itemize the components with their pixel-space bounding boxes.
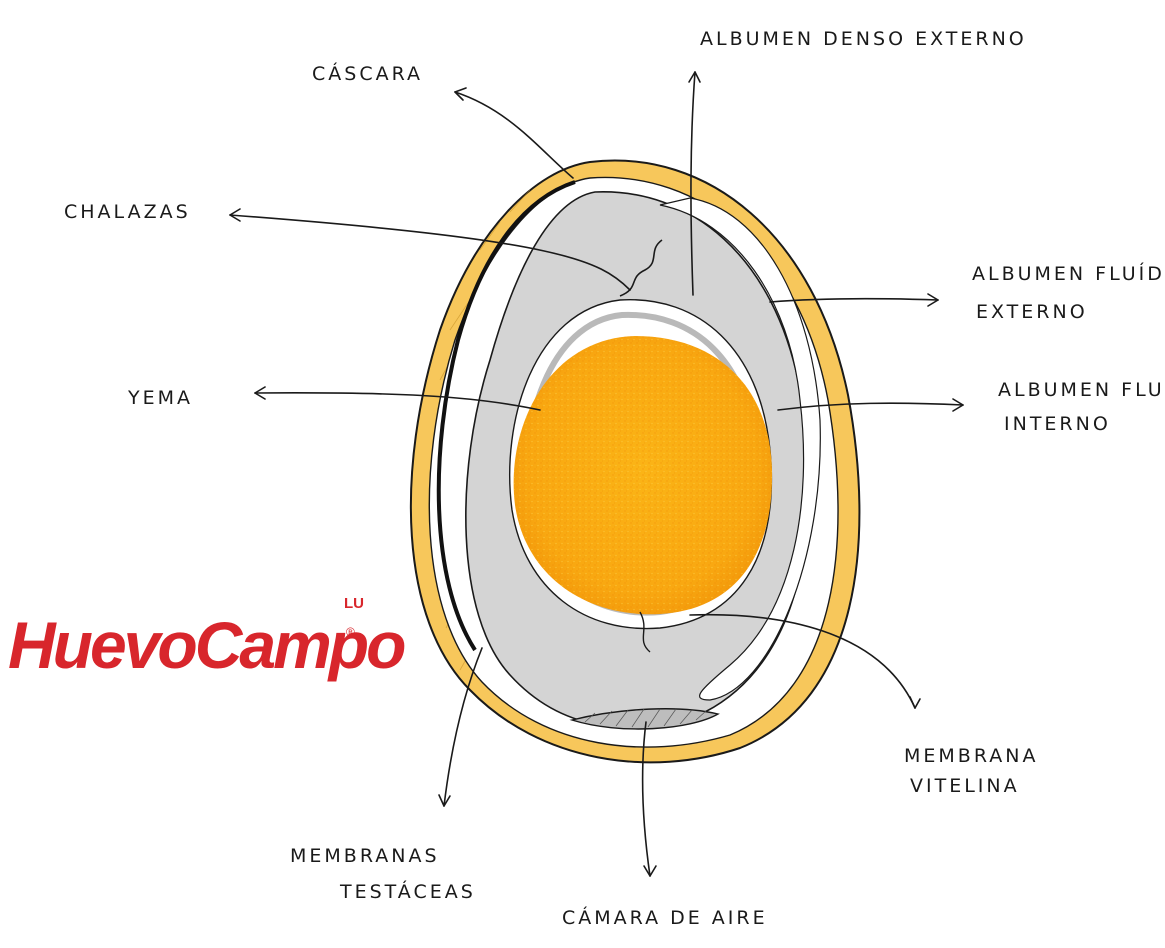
arrow-membrana-vitelina xyxy=(689,613,916,709)
arrow-cascara xyxy=(454,91,574,179)
albumen-fluido-externo xyxy=(659,197,821,701)
labels: CÁSCARA ALBUMEN DENSO EXTERNO CHALAZAS A… xyxy=(64,28,1165,929)
huevocampo-logo: HuevoCampo LU ® xyxy=(8,595,408,682)
label-membranas-testaceas-line1: MEMBRANAS xyxy=(290,845,440,867)
chalaza-bottom xyxy=(639,611,651,653)
leader-arrows xyxy=(229,71,964,877)
label-albumen-fluido-externo-line2: EXTERNO xyxy=(976,301,1088,323)
label-membranas-testaceas-line2: TESTÁCEAS xyxy=(339,880,476,903)
air-chamber xyxy=(569,708,720,730)
label-membrana-vitelina-line2: VITELINA xyxy=(910,775,1020,797)
egg-illustration xyxy=(409,159,861,764)
air-chamber-hatching xyxy=(584,708,707,728)
arrow-albumen-fluido-interno xyxy=(777,402,964,411)
label-yema: YEMA xyxy=(127,387,193,409)
label-albumen-denso-externo: ALBUMEN DENSO EXTERNO xyxy=(700,28,1027,50)
arrow-chalazas xyxy=(229,214,631,291)
logo-superscript: LU xyxy=(344,595,364,612)
shell-inner-thick-line xyxy=(436,180,576,652)
label-albumen-fluido-externo-line1: ALBUMEN FLUÍDO xyxy=(972,262,1165,285)
label-membrana-vitelina-line1: MEMBRANA xyxy=(904,745,1038,767)
label-chalazas: CHALAZAS xyxy=(64,201,191,223)
label-cascara: CÁSCARA xyxy=(312,62,423,85)
arrow-yema xyxy=(254,392,541,411)
label-albumen-fluido-interno-line1: ALBUMEN FLUÍDO xyxy=(998,378,1165,401)
yolk-texture xyxy=(513,336,773,615)
arrow-camara-de-aire xyxy=(641,721,651,877)
arrow-albumen-fluido-externo xyxy=(769,297,939,303)
logo-wordmark: HuevoCampo xyxy=(8,608,405,682)
logo-registered-mark: ® xyxy=(346,625,355,639)
arrow-albumen-denso xyxy=(690,71,696,296)
chalaza-top xyxy=(619,239,663,297)
label-albumen-fluido-interno-line2: INTERNO xyxy=(1004,413,1111,435)
arrow-membranas-testaceas xyxy=(443,647,483,807)
label-camara-de-aire: CÁMARA DE AIRE xyxy=(562,906,768,929)
